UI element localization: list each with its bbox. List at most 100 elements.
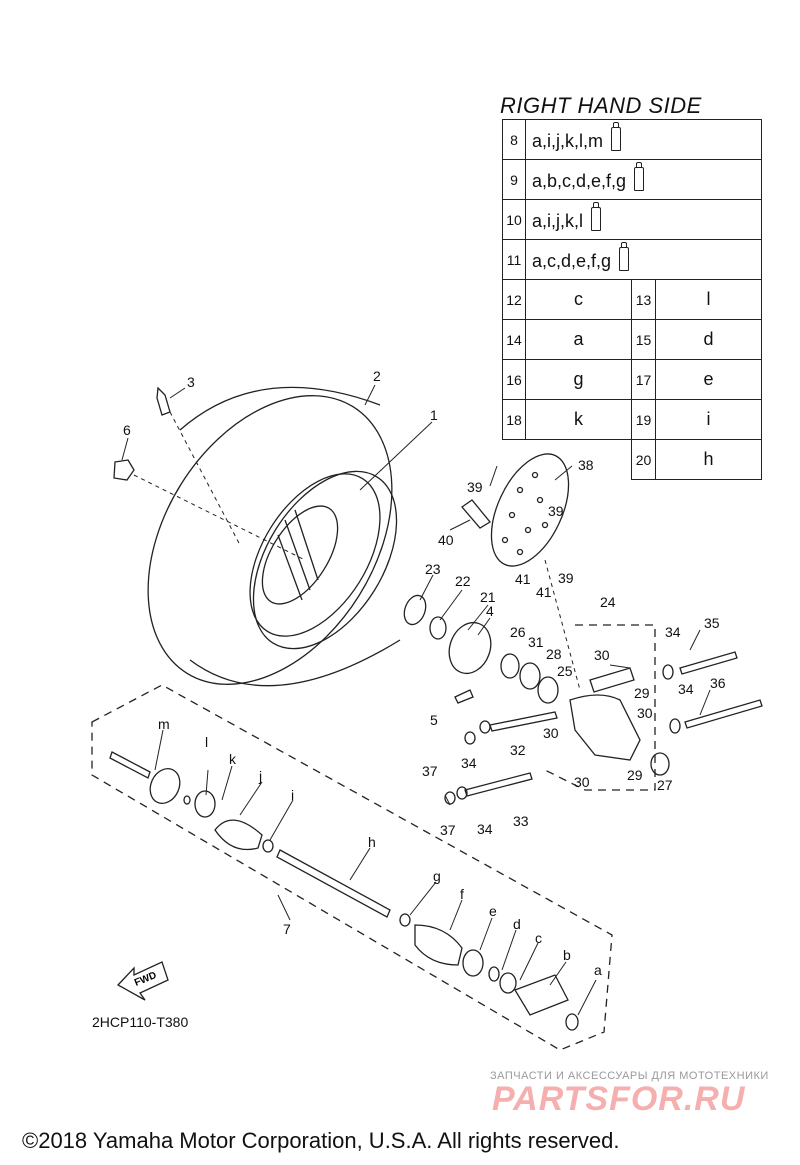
callout-30c: 30: [543, 725, 559, 741]
callout-29a: 29: [634, 685, 650, 701]
callout-1: 1: [430, 407, 438, 423]
row-number: 10: [502, 199, 526, 240]
table-row: 14 a 15 d: [502, 319, 762, 360]
row-number: 11: [502, 239, 526, 280]
callout-33: 33: [513, 813, 529, 829]
tire: [147, 386, 401, 687]
bolt-35-part: [679, 651, 738, 675]
knuckle-group-outline: [544, 624, 656, 791]
copyright-footer: ©2018 Yamaha Motor Corporation, U.S.A. A…: [22, 1128, 620, 1153]
callout-7: 7: [283, 921, 291, 937]
right-hand-side-table: 8 a,i,j,k,l,m 9 a,b,c,d,e,f,g 10 a,i,j,k…: [502, 119, 762, 480]
table-row: 16 g 17 e: [502, 359, 762, 400]
callout-24: 24: [600, 594, 616, 610]
callout-39c: 39: [558, 570, 574, 586]
bolt-5-part: [454, 689, 474, 704]
watermark-logo: PARTSFOR.RU: [492, 1080, 746, 1118]
grease-tube-icon: [634, 162, 645, 191]
row-number: 15: [630, 319, 657, 360]
hub-part: [403, 594, 559, 704]
collar-32-part: [489, 711, 558, 732]
row-value: c: [525, 279, 632, 320]
callout-34a: 34: [665, 624, 681, 640]
row-number: 9: [502, 159, 526, 200]
callout-30a: 30: [594, 647, 610, 663]
grease-tube-icon: [611, 122, 622, 151]
callout-25: 25: [557, 663, 573, 679]
row-value: d: [655, 319, 762, 360]
row-value: k: [525, 399, 632, 440]
row-letters: a,b,c,d,e,f,g: [525, 159, 762, 200]
row-number: 14: [502, 319, 526, 360]
empty-cell: [503, 440, 632, 480]
wheel-rim: [261, 505, 339, 605]
callout-30b: 30: [637, 705, 653, 721]
pin-part: [461, 499, 491, 529]
nut-part: [113, 459, 135, 481]
table-row: 11 a,c,d,e,f,g: [502, 239, 762, 280]
callout-26: 26: [510, 624, 526, 640]
row-letters: a,c,d,e,f,g: [525, 239, 762, 280]
callout-36: 36: [710, 675, 726, 691]
row-value: e: [655, 359, 762, 400]
brake-disc-part: [490, 453, 570, 567]
row-number: 18: [502, 399, 526, 440]
row-letters: a,i,j,k,l: [525, 199, 762, 240]
table-row: 18 k 19 i: [502, 399, 762, 440]
callout-4: 4: [486, 603, 494, 619]
diagram-code: 2HCP110-T380: [92, 1014, 189, 1030]
drive-shaft-assembly: [109, 751, 579, 1031]
callout-l: l: [205, 734, 208, 750]
callout-a: a: [594, 962, 602, 978]
callout-21: 21: [480, 589, 496, 605]
callout-32: 32: [510, 742, 526, 758]
callout-6: 6: [123, 422, 131, 438]
callout-22: 22: [455, 573, 471, 589]
callout-c: c: [535, 930, 542, 946]
callout-f: f: [460, 886, 464, 902]
callout-37b: 37: [440, 822, 456, 838]
bolt-36-part: [684, 699, 763, 729]
row-number: 12: [502, 279, 526, 320]
grease-tube-icon: [619, 242, 630, 271]
callout-3: 3: [187, 374, 195, 390]
callout-29b: 29: [627, 767, 643, 783]
callout-23: 23: [425, 561, 441, 577]
callout-2: 2: [373, 368, 381, 384]
collar-33-part: [464, 772, 533, 797]
callout-28: 28: [546, 646, 562, 662]
fwd-arrow: [116, 961, 169, 1001]
table-row: 10 a,i,j,k,l: [502, 199, 762, 240]
row-number: 8: [502, 119, 526, 160]
callout-34d: 34: [477, 821, 493, 837]
callout-38: 38: [578, 457, 594, 473]
callout-40: 40: [438, 532, 454, 548]
valve-part: [156, 386, 171, 416]
table-title: RIGHT HAND SIDE: [500, 93, 702, 118]
table-row: 20 h: [503, 439, 762, 480]
callout-d: d: [513, 916, 521, 932]
callout-h: h: [368, 834, 376, 850]
row-value: h: [655, 439, 762, 480]
table-row: 12 c 13 l: [502, 279, 762, 320]
callout-g: g: [433, 868, 441, 884]
row-value: a: [525, 319, 632, 360]
row-value: i: [655, 399, 762, 440]
callout-k: k: [229, 751, 237, 767]
callout-41b: 41: [536, 584, 552, 600]
callout-39b: 39: [548, 503, 564, 519]
callout-37a: 37: [422, 763, 438, 779]
row-letters: a,i,j,k,l,m: [525, 119, 762, 160]
row-number: 20: [630, 439, 657, 480]
shaft-group-outline: [91, 684, 613, 1051]
row-number: 16: [502, 359, 526, 400]
callout-34c: 34: [461, 755, 477, 771]
callout-b: b: [563, 947, 571, 963]
row-number: 13: [630, 279, 657, 320]
callout-31: 31: [528, 634, 544, 650]
callout-i: i: [291, 787, 294, 803]
knuckle-part: [569, 667, 641, 761]
grease-tube-icon: [591, 202, 602, 231]
row-value: l: [655, 279, 762, 320]
